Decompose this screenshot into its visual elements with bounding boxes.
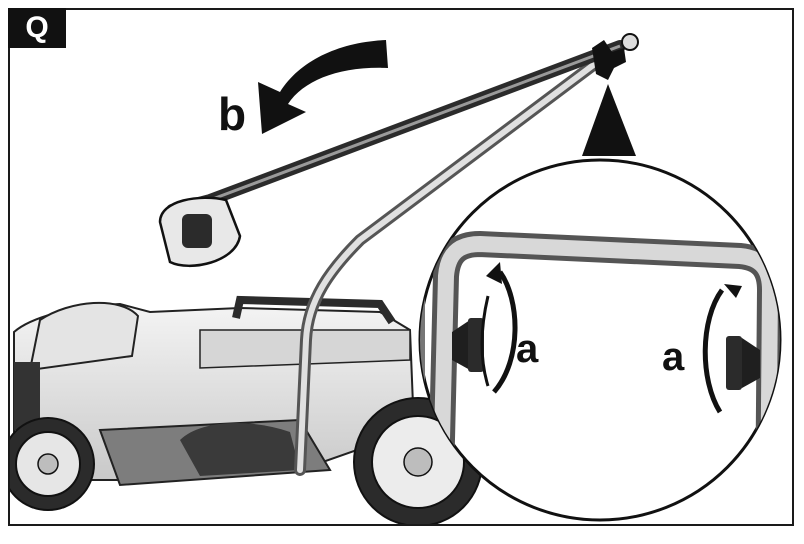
mower-body xyxy=(10,295,483,524)
rotation-arrow-icon xyxy=(702,288,725,414)
rotation-arrow-icon xyxy=(492,270,518,394)
folding-knob xyxy=(592,40,626,80)
pointer-triangle-icon xyxy=(582,84,636,156)
figure-badge: Q xyxy=(8,8,66,48)
rotate-arrow-icon xyxy=(258,40,388,134)
zoom-detail xyxy=(418,158,782,522)
label-b: b xyxy=(218,88,246,140)
label-a-left: a xyxy=(516,327,539,371)
label-a-right: a xyxy=(662,335,685,379)
